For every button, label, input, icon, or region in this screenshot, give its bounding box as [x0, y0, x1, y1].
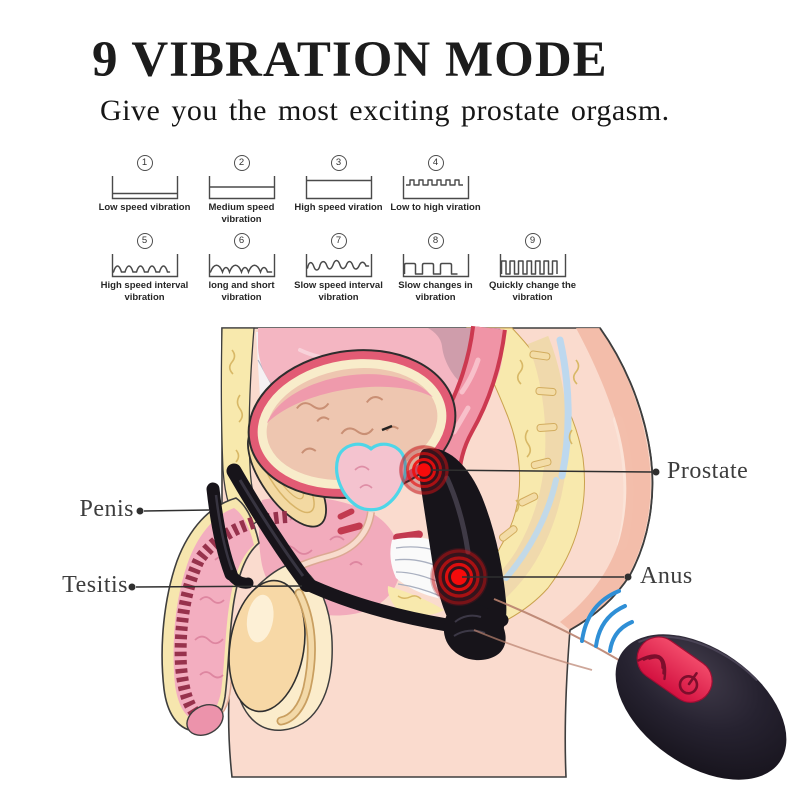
tesitis-label: Tesitis: [62, 572, 128, 598]
mode-label: long and short vibration: [208, 280, 275, 303]
prostate-label: Prostate: [667, 458, 749, 484]
mode-label: Slow changes in vibration: [398, 280, 473, 303]
mode-number-badge: 9: [524, 233, 541, 249]
mode-number-badge: 3: [330, 155, 347, 171]
vibration-mode-1: 1 Low speed vibration: [96, 155, 193, 225]
vibration-wave-icon: [637, 654, 667, 681]
vibration-mode-8: 8 Slow changes in vibration: [387, 233, 484, 303]
waveform-low-level-icon: [111, 176, 178, 200]
waveform-slow-interval-waves-icon: [305, 254, 372, 278]
power-icon: [678, 672, 699, 695]
waveform-fast-square-wave-icon: [499, 254, 566, 278]
penis-shaft: [161, 497, 288, 736]
mode-label: Medium speed vibration: [208, 202, 275, 225]
waveform-high-level-icon: [305, 176, 372, 200]
remote-button-panel: [636, 636, 713, 703]
waveform-medium-level-icon: [208, 176, 275, 200]
mode-label: High speed interval vibration: [100, 280, 189, 303]
waveform-slow-square-wave-icon: [402, 254, 469, 278]
vibration-mode-5: 5 High speed interval vibration: [96, 233, 193, 303]
prostate: [335, 442, 407, 512]
penis-label: Penis: [79, 496, 134, 522]
mode-number-badge: 7: [330, 233, 347, 249]
massager-shaft: [418, 448, 507, 648]
waveform-long-short-waves-icon: [208, 254, 275, 278]
vibration-mode-7: 7 Slow speed interval vibration: [290, 233, 387, 303]
mode-number-badge: 4: [427, 155, 444, 171]
mode-label: Low speed vibration: [98, 202, 191, 213]
remote-control: [615, 634, 787, 780]
page-title: 9 VIBRATION MODE: [92, 32, 608, 88]
label-leader-lines: [135, 469, 653, 588]
bladder-neck-mark: [381, 424, 393, 432]
vibration-mode-3: 3 High speed viration: [290, 155, 387, 225]
vibration-mode-6: 6 long and short vibration: [193, 233, 290, 303]
mode-label: Low to high viration: [390, 202, 481, 213]
vibration-mode-9: 9 Quickly change the vibration: [484, 233, 581, 303]
label-dots: [128, 468, 660, 591]
mode-number-badge: 6: [233, 233, 250, 249]
page-subtitle: Give you the most exciting prostate orga…: [100, 94, 670, 127]
scrotum: [228, 562, 333, 731]
buttock-crease-lines: [473, 598, 633, 671]
vibration-modes-row-2: 5 High speed interval vibration 6 long a…: [96, 233, 581, 303]
vibration-modes-row-1: 1 Low speed vibration 2 Medium speed vib…: [96, 155, 484, 225]
vibration-mode-2: 2 Medium speed vibration: [193, 155, 290, 225]
mode-label: High speed viration: [294, 202, 383, 213]
mode-number-badge: 2: [233, 155, 250, 171]
mode-number-badge: 8: [427, 233, 444, 249]
sacrum-spine-region: [451, 327, 654, 631]
wireless-signal-icon: [580, 589, 634, 653]
cock-ring-strap: [206, 482, 238, 581]
waveform-interval-bumps-icon: [111, 254, 178, 278]
mode-number-badge: 5: [136, 233, 153, 249]
testicle: [228, 579, 306, 713]
massager-base: [443, 603, 506, 661]
vibration-mode-4: 4 Low to high viration: [387, 155, 484, 225]
mode-number-badge: 1: [136, 155, 153, 171]
mode-label: Quickly change the vibration: [488, 280, 577, 303]
mode-label: Slow speed interval vibration: [294, 280, 383, 303]
glans: [186, 704, 224, 736]
anus-label: Anus: [640, 563, 693, 589]
prostate-massager-device: [206, 448, 509, 661]
waveform-rising-ripple-icon: [402, 176, 469, 200]
